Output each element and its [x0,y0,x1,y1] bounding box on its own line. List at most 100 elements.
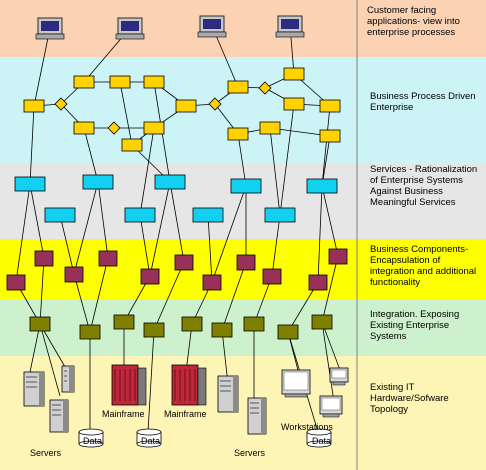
connector [97,181,109,259]
process-node [259,121,281,135]
process-decision-node [54,97,68,111]
layer-band-process [0,57,486,164]
server-icon [217,375,239,413]
servers-right-label: Servers [234,448,266,458]
connector [83,127,99,183]
connector [321,255,339,323]
integration-node [79,324,101,340]
connector [321,105,331,187]
terminal-icon [197,15,227,38]
connector [139,214,151,277]
mainframe-icon [111,364,147,406]
hardware-topology [23,364,349,448]
connector [119,81,133,146]
connector [39,323,61,397]
service-node [230,178,262,194]
server-icon [61,365,75,393]
component-node [64,266,84,283]
connector [185,323,193,373]
server-icon [49,399,69,433]
server-side [261,398,266,434]
data-label-1: Data [83,436,102,446]
cylinder-bottom [306,440,332,448]
server-icon [247,397,267,435]
workstation-screen [321,397,341,411]
connector [321,135,331,187]
process-decision-node [208,97,222,111]
connector [139,127,155,216]
connector [321,321,341,371]
terminal-screen [203,19,221,29]
connector [169,181,185,263]
connector [321,321,335,403]
layer-label-customer: Customer facing applications- view into … [367,5,460,38]
component-node [308,274,328,291]
mainframe-side [137,367,147,406]
layer-band-it [0,356,486,470]
mainframe-side [197,367,207,406]
connector [29,105,35,185]
connector [279,103,295,216]
workstation-icon [281,369,311,398]
process-decision-node [258,81,272,95]
servers-left-label: Servers [30,448,62,458]
layer-band-services [0,164,486,239]
data-store-icon [78,428,104,448]
connector [29,323,41,373]
layer-nodes [6,67,348,340]
service-node [192,207,224,223]
terminal-icon [115,17,145,40]
process-node [283,67,305,81]
integration-node [277,324,299,340]
connector [317,185,323,283]
connector [73,181,99,275]
cylinder-top [136,428,162,436]
layer-band-customer [0,0,486,57]
terminal-screen [121,21,139,31]
connector [59,214,75,275]
workstations-label: Workstations [281,422,333,432]
cylinder-bottom [78,440,104,448]
workstation-screen [331,369,347,379]
connector [147,329,155,433]
terminal-screen [281,19,299,29]
server-side [233,376,238,412]
connector [29,183,45,259]
connector [39,257,45,325]
mainframe-icon [171,364,207,406]
server-side [39,372,44,406]
connector [271,214,281,277]
terminal-screen [41,21,59,31]
process-node [319,99,341,113]
cylinder-bottom [136,440,162,448]
server-side [63,400,68,432]
service-node [44,207,76,223]
workstation-icon [319,395,343,418]
component-node [174,254,194,271]
connector [39,323,69,373]
connector [221,329,229,385]
connector [269,127,281,216]
component-node [6,274,26,291]
server-side [69,366,74,392]
data-store-icon [306,428,332,448]
connector [153,261,185,331]
process-node [121,138,143,152]
process-node [73,121,95,135]
customer-terminals [35,15,305,40]
connector [207,214,213,283]
service-node [264,207,296,223]
connector [73,273,91,333]
workstation-base [332,381,346,386]
component-node [98,250,118,267]
connector [33,27,51,107]
connector [149,181,171,277]
connector [89,257,109,333]
connector [237,133,247,187]
service-node [124,207,156,223]
mainframe-2-label: Mainframe [164,409,207,419]
workstation-screen [283,371,309,391]
integration-node [181,316,203,332]
workstation-base [284,393,308,398]
